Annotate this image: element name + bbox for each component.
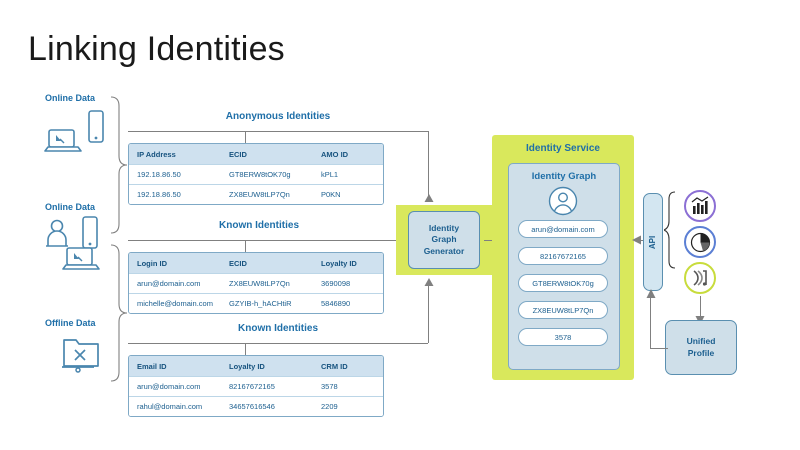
cell-ecid: ZX8EUW8tLP7Qn [229, 190, 290, 199]
column-header-amo-id: AMO ID [321, 149, 349, 159]
generator-label-line-3: Generator [423, 245, 465, 256]
cell-ip-address: 192.18.86.50 [137, 170, 181, 179]
cell-ip-address: 192.18.86.50 [137, 190, 181, 199]
page-title: Linking Identities [28, 30, 285, 68]
source-icons-group-1 [40, 108, 120, 158]
user-avatar-icon [548, 186, 578, 216]
cell-amo-id: P0KN [321, 190, 341, 199]
table-known-identities-login: Login ID ECID Loyalty ID arun@domain.com… [128, 252, 384, 314]
unified-profile-line-1: Unified [686, 335, 716, 346]
brace-group-1 [108, 95, 130, 395]
smartphone-icon [86, 110, 106, 144]
column-header-login-id: Login ID [137, 258, 167, 268]
unified-profile-label: Unified Profile [687, 336, 716, 360]
column-header-loyalty-id: Loyalty ID [229, 361, 265, 371]
table-anonymous-identities: IP Address ECID AMO ID 192.18.86.50 GT8E… [128, 143, 384, 205]
feedback-line-horizontal [650, 348, 668, 349]
cell-loyalty-id: 34657616546 [229, 402, 275, 411]
connector-bottom-rule [128, 343, 428, 344]
smartphone-icon [80, 216, 100, 250]
brace-app-icons [664, 190, 678, 270]
table-title-known-identities-2: Known Identities [238, 323, 318, 334]
table-header-row: Email ID Loyalty ID CRM ID [129, 356, 383, 376]
cell-loyalty-id: 82167672165 [229, 382, 275, 391]
table-title-anonymous-identities: Anonymous Identities [225, 111, 331, 122]
cell-crm-id: 2209 [321, 402, 338, 411]
identity-pill-ecid-1: GT8ERW8tOK70g [518, 274, 608, 292]
connector-mid-rule [128, 240, 390, 241]
identity-graph-generator-box: Identity Graph Generator [408, 211, 480, 269]
column-header-ip-address: IP Address [137, 149, 176, 159]
identity-graph-title: Identity Graph [531, 171, 597, 182]
generator-label-line-1: Identity [428, 222, 460, 233]
source-icons-group-2 [40, 216, 125, 276]
identity-service-title: Identity Service [526, 143, 600, 154]
table-known-identities-email: Email ID Loyalty ID CRM ID arun@domain.c… [128, 355, 384, 417]
cell-login-id: arun@domain.com [137, 279, 201, 288]
source-icons-group-3 [60, 334, 120, 378]
bar-chart-icon[interactable] [684, 190, 716, 222]
arrow-line-generator-to-service [484, 240, 496, 241]
cell-ecid: ZX8EUW8tLP7Qn [229, 279, 290, 288]
column-header-email-id: Email ID [137, 361, 167, 371]
file-folder-icon [60, 334, 102, 374]
arrow-line-bottom-vertical [428, 283, 429, 343]
api-label: API [648, 235, 658, 249]
table-row: 192.18.86.50 GT8ERW8tOK70g kPL1 [129, 164, 383, 184]
connector-stub-1 [245, 131, 246, 143]
arrow-head-feedback-to-api [646, 289, 656, 298]
connector-top-rule [128, 131, 428, 132]
cell-loyalty-id: 3690098 [321, 279, 351, 288]
laptop-icon [62, 246, 100, 272]
generator-label-line-2: Graph [431, 234, 457, 245]
cell-loyalty-id: 5846890 [321, 299, 351, 308]
cell-amo-id: kPL1 [321, 170, 339, 179]
cell-email-id: arun@domain.com [137, 382, 201, 391]
cell-crm-id: 3578 [321, 382, 338, 391]
arrow-line-top-vertical [428, 131, 429, 198]
connector-stub-3 [245, 343, 246, 355]
pie-chart-icon[interactable] [684, 226, 716, 258]
unified-profile-line-2: Profile [687, 347, 715, 358]
feedback-line-vertical [650, 298, 651, 348]
arrow-head-bottom [424, 278, 434, 286]
table-header-row: IP Address ECID AMO ID [129, 144, 383, 164]
table-row: 192.18.86.50 ZX8EUW8tLP7Qn P0KN [129, 184, 383, 204]
table-row: michelle@domain.com GZYIB-h_hACHtiR 5846… [129, 293, 383, 313]
identity-pill-crm-id: 3578 [518, 328, 608, 346]
cell-login-id: michelle@domain.com [137, 299, 213, 308]
column-header-loyalty-id: Loyalty ID [321, 258, 357, 268]
arrow-head-top [424, 194, 434, 202]
table-row: arun@domain.com ZX8EUW8tLP7Qn 3690098 [129, 273, 383, 293]
column-header-crm-id: CRM ID [321, 361, 348, 371]
column-header-ecid: ECID [229, 258, 247, 268]
identity-pill-loyalty-id: 82167672165 [518, 247, 608, 265]
table-header-row: Login ID ECID Loyalty ID [129, 253, 383, 273]
arrow-head-api-to-service [632, 235, 641, 245]
unified-profile-box: Unified Profile [665, 320, 737, 375]
adobe-experience-icon[interactable] [684, 262, 716, 294]
source-label-offline-data: Offline Data [45, 318, 96, 328]
person-icon [44, 218, 70, 248]
laptop-icon [44, 128, 82, 154]
api-bar[interactable]: API [643, 193, 663, 291]
cell-ecid: GT8ERW8tOK70g [229, 170, 291, 179]
identity-pill-email: arun@domain.com [518, 220, 608, 238]
source-label-online-data-1: Online Data [45, 93, 96, 103]
column-header-ecid: ECID [229, 149, 247, 159]
table-row: rahul@domain.com 34657616546 2209 [129, 396, 383, 416]
arrow-line-middle [384, 240, 407, 241]
cell-email-id: rahul@domain.com [137, 402, 203, 411]
arrow-line-to-unified-profile [700, 296, 701, 320]
identity-pill-ecid-2: ZX8EUW8tLP7Qn [518, 301, 608, 319]
source-label-online-data-2: Online Data [45, 202, 96, 212]
cell-ecid: GZYIB-h_hACHtiR [229, 299, 292, 308]
generator-label: Identity Graph Generator [424, 223, 465, 257]
connector-stub-2 [245, 240, 246, 252]
table-title-known-identities-1: Known Identities [219, 220, 299, 231]
table-row: arun@domain.com 82167672165 3578 [129, 376, 383, 396]
